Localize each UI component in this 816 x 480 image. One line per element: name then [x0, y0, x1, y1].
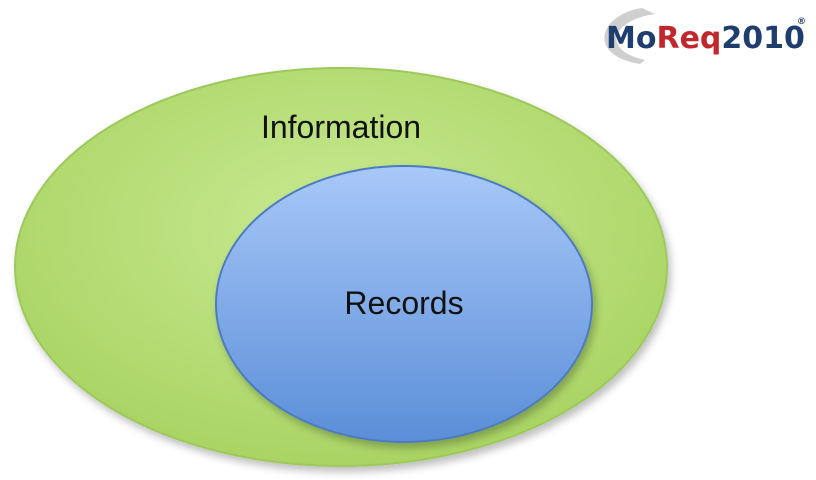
- logo-prefix: Mo: [606, 21, 656, 56]
- logo-swoosh-icon: [604, 8, 655, 64]
- logo-registered-mark: ®: [797, 17, 806, 27]
- moreq-logo: MoReq2010 ®: [604, 8, 806, 64]
- information-label: Information: [261, 109, 421, 145]
- logo-suffix: 2010: [721, 21, 805, 56]
- logo-wordmark: MoReq2010: [606, 21, 805, 56]
- records-label: Records: [344, 285, 463, 321]
- inner-ellipse-records: [215, 165, 593, 443]
- logo-highlight: Req: [656, 21, 721, 56]
